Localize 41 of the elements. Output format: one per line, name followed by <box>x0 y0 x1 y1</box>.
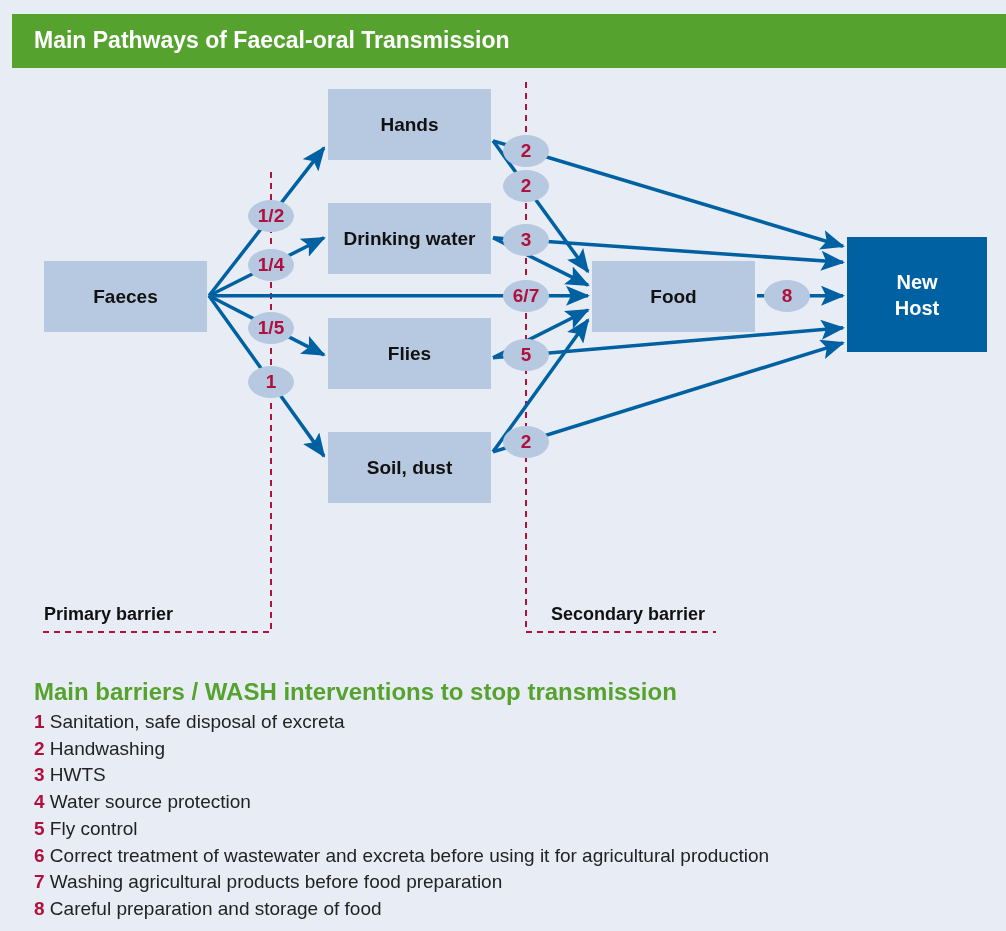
legend-item: 8 Careful preparation and storage of food <box>34 897 382 920</box>
arrow <box>492 339 845 454</box>
node-label: Food <box>650 285 697 308</box>
barrier-label: Secondary barrier <box>551 604 706 625</box>
edge-label: 2 <box>503 170 549 203</box>
edge-label: 2 <box>503 425 549 458</box>
pathway-box <box>328 203 491 274</box>
node-label: Faeces <box>93 285 158 308</box>
pathway-box <box>328 89 491 160</box>
host-box <box>847 237 987 352</box>
pathway-box <box>328 432 491 503</box>
node-label: Drinking water <box>343 227 476 250</box>
arrow <box>491 318 590 453</box>
legend-item: 5 Fly control <box>34 817 138 840</box>
edge-label: 6/7 <box>503 279 549 312</box>
node-label: Hands <box>380 113 439 136</box>
node-label: New Host <box>893 269 941 321</box>
edge-label: 1 <box>248 366 294 399</box>
legend-item: 2 Handwashing <box>34 737 165 760</box>
arrow <box>492 139 845 250</box>
node-label: Flies <box>387 342 432 365</box>
edge-label: 5 <box>503 338 549 371</box>
legend-heading: Main barriers / WASH interventions to stop transmission <box>34 678 677 706</box>
pathway-box <box>44 261 207 332</box>
edge-label: 2 <box>503 134 549 167</box>
legend-item: 4 Water source protection <box>34 791 251 814</box>
legend-item: 6 Correct treatment of wastewater and excreta before using it for agricultural production <box>34 844 770 867</box>
edge-label: 1/5 <box>248 311 294 344</box>
edge-label: 1/4 <box>248 248 294 281</box>
arrow <box>209 285 590 306</box>
pathway-box <box>328 318 491 389</box>
barrier-label: Primary barrier <box>44 604 174 625</box>
edge-label: 1/2 <box>248 200 294 233</box>
node-label: Soil, dust <box>366 456 453 479</box>
legend-item: 3 HWTS <box>34 764 106 787</box>
edge-label: 8 <box>764 279 810 312</box>
title: Main Pathways of Faecal-oral Transmission <box>34 27 510 54</box>
legend-item: 1 Sanitation, safe disposal of excreta <box>34 711 345 733</box>
edge-label: 3 <box>503 224 549 257</box>
pathway-box <box>592 261 755 332</box>
legend-item: 7 Washing agricultural products before food preparation <box>34 871 503 894</box>
